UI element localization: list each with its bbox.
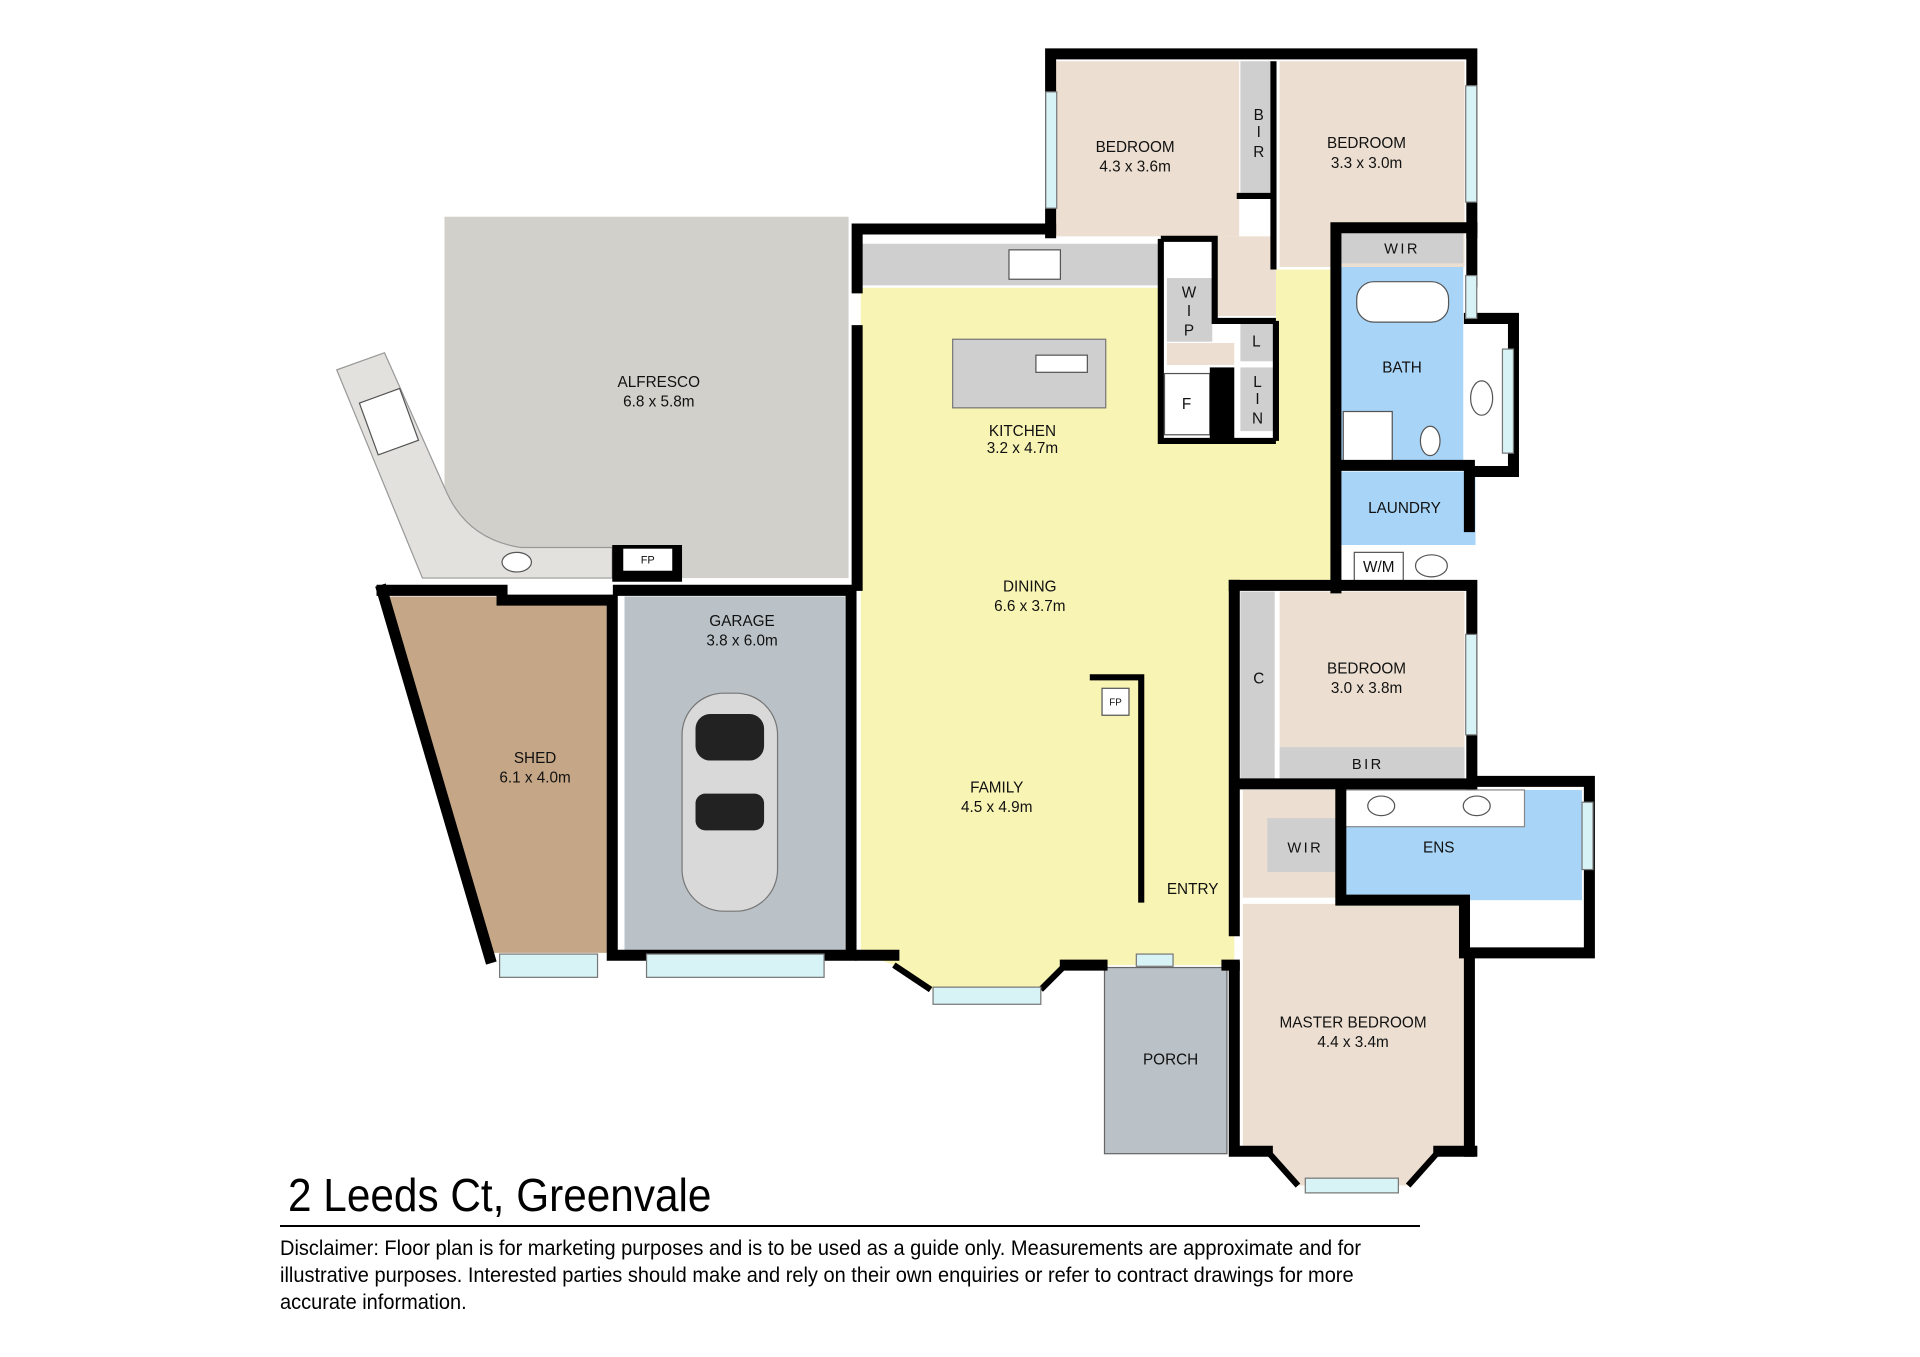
bir-3 — [1279, 747, 1465, 784]
kitchen-name: KITCHEN — [989, 423, 1056, 440]
lin-l: L — [1253, 374, 1262, 391]
bedroom-3 — [1279, 591, 1465, 748]
closet-c-label: C — [1253, 670, 1264, 687]
wip-p: P — [1184, 323, 1194, 340]
shed-name: SHED — [514, 750, 556, 767]
washing-machine — [1353, 551, 1404, 583]
garage-dims: 3.8 x 6.0m — [706, 632, 777, 649]
alfresco-dims: 6.8 x 5.8m — [623, 394, 694, 411]
kitchen-dims: 3.2 x 4.7m — [987, 440, 1058, 457]
bathtub-icon — [1356, 281, 1450, 323]
entry-label: ENTRY — [1167, 881, 1219, 898]
porch-label: PORCH — [1143, 1051, 1198, 1068]
bir-1 — [1240, 61, 1275, 199]
bir-3-label: BIR — [1352, 757, 1384, 773]
ens-label: ENS — [1423, 839, 1454, 856]
shed-area — [389, 596, 610, 953]
laundry-label: LAUNDRY — [1368, 500, 1441, 517]
family-name: FAMILY — [970, 779, 1023, 796]
porch-area — [1103, 966, 1228, 1155]
sink-icon — [501, 551, 533, 573]
linen-l — [1240, 320, 1275, 362]
room-labels: BEDROOM 4.3 x 3.6m BEDROOM 3.3 x 3.0m B … — [499, 107, 1454, 1068]
laundry-sink-icon — [1414, 554, 1448, 578]
wir-top-label: WIR — [1384, 242, 1420, 258]
bedroom-2-dims: 3.3 x 3.0m — [1331, 155, 1402, 172]
dining-dims: 6.6 x 3.7m — [994, 598, 1065, 615]
wip-i: I — [1187, 303, 1191, 320]
wm-label: W/M — [1363, 559, 1394, 576]
alfresco-name: ALFRESCO — [618, 374, 701, 391]
laundry-area — [1338, 471, 1476, 546]
bbq-icon — [358, 387, 420, 456]
island-sink-icon — [1035, 354, 1088, 373]
lin-n: N — [1252, 411, 1263, 428]
alfresco-area — [336, 216, 849, 579]
bedroom-3-name: BEDROOM — [1327, 661, 1406, 678]
fridge — [1163, 372, 1211, 436]
title-divider — [280, 1225, 1420, 1227]
shower-icon — [1342, 410, 1393, 464]
ens-shower — [1469, 903, 1583, 951]
bedroom-3-dims: 3.0 x 3.8m — [1331, 680, 1402, 697]
dining-name: DINING — [1003, 579, 1057, 596]
family-fp-label: FP — [1109, 697, 1122, 708]
garage-name: GARAGE — [709, 613, 774, 630]
living-area — [860, 269, 1335, 990]
disclaimer-text: Disclaimer: Floor plan is for marketing … — [280, 1236, 1362, 1314]
car-icon — [681, 692, 779, 912]
wir-ens-label: WIR — [1287, 840, 1323, 856]
fridge-label: F — [1182, 396, 1191, 413]
family-dims: 4.5 x 4.9m — [961, 799, 1032, 816]
master-bedroom — [1242, 903, 1465, 1186]
bedroom-1 — [1055, 61, 1240, 237]
closet-c — [1240, 591, 1275, 784]
linen-lin — [1240, 367, 1275, 432]
lin-i: I — [1255, 391, 1259, 408]
bir-1-r: R — [1253, 144, 1264, 161]
bedroom-1-dims: 4.3 x 3.6m — [1099, 158, 1170, 175]
ens-sink-1 — [1367, 795, 1396, 817]
windows — [498, 85, 1594, 1194]
linen-l-label: L — [1252, 334, 1261, 351]
bir-1-i: I — [1257, 124, 1261, 141]
master-dims: 4.4 x 3.4m — [1317, 1034, 1388, 1051]
toilet-icon — [1419, 425, 1441, 457]
kitchen-island — [952, 338, 1107, 409]
bir-1-b: B — [1254, 107, 1264, 124]
master-name: MASTER BEDROOM — [1280, 1015, 1427, 1032]
wir-top — [1340, 232, 1464, 264]
cooktop-icon — [1008, 249, 1062, 280]
bedroom-1-name: BEDROOM — [1096, 139, 1175, 156]
shed-dims: 6.1 x 4.0m — [499, 770, 570, 787]
fireplace-label: FP — [641, 554, 655, 566]
ens-sink-2 — [1462, 795, 1491, 817]
vanity-sink-icon — [1470, 380, 1494, 416]
wip — [1166, 278, 1213, 342]
property-address-title: 2 Leeds Ct, Greenvale — [288, 1169, 712, 1221]
wip-w: W — [1182, 285, 1197, 302]
bedroom-2-name: BEDROOM — [1327, 135, 1406, 152]
bath-label: BATH — [1382, 359, 1422, 376]
